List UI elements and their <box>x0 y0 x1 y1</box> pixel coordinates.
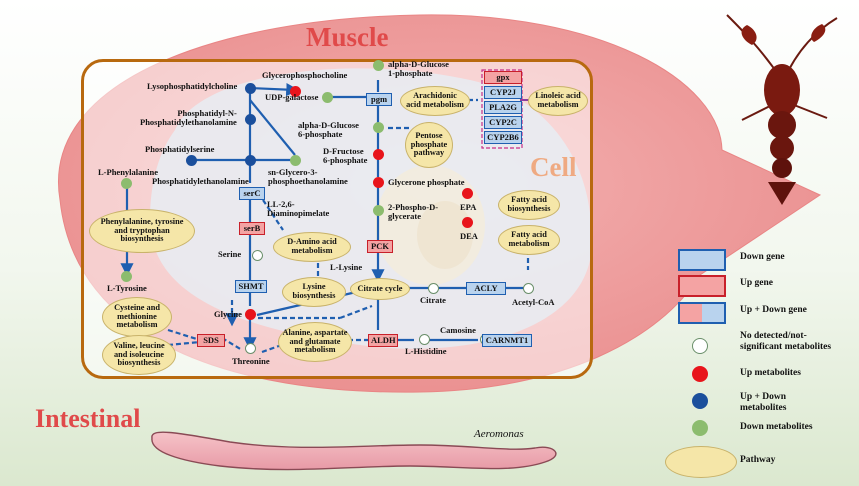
dot-glycine <box>245 309 256 320</box>
gene-serc: serC <box>239 187 265 200</box>
label-l-histidine: L-Histidine <box>405 346 447 356</box>
dot-d-fructose-6p <box>373 149 384 160</box>
muscle-title: Muscle <box>306 22 389 52</box>
intestinal-title: Intestinal <box>35 404 141 433</box>
gene-pgm: pgm <box>366 93 392 106</box>
legend-dot-no-detected <box>692 338 708 354</box>
label-udp-galactose: UDP-galactose <box>265 92 319 102</box>
label-ll-diaminopimelate: LL-2,6- Diaminopimelate <box>267 199 330 218</box>
label-sn-glycero: sn-Glycero-3- phosphoethanolamine <box>268 167 348 186</box>
pathway-ala-asp: Alanine, aspartate and glutamate metabol… <box>278 322 352 362</box>
legend-down-gene: Down gene <box>740 252 785 262</box>
dot-l-phenylalanine <box>121 178 132 189</box>
dot-l-histidine <box>419 334 430 345</box>
legend-dot-updown <box>692 393 708 409</box>
dot-phosphatidylserine <box>186 155 197 166</box>
legend-down-met: Down metabolites <box>740 422 813 432</box>
label-l-tyrosine: L-Tyrosine <box>107 283 147 293</box>
legend-up-gene: Up gene <box>740 278 773 288</box>
legend-pathway-ellipse <box>665 446 737 478</box>
pathway-citrate-cycle: Citrate cycle <box>350 278 410 300</box>
dot-udp-galactose <box>322 92 333 103</box>
pathway-phe-tyr-trp: Phenylalanine, tyrosine and tryptophan b… <box>89 209 195 253</box>
label-phosphatidylserine: Phosphatidylserine <box>145 144 215 154</box>
legend-updown-gene: Up + Down gene <box>740 305 807 315</box>
dot-phosphatidylethanolamine <box>245 155 256 166</box>
pathway-linoleic: Linoleic acid metabolism <box>528 86 588 116</box>
label-glycerone-phosphate: Glycerone phosphate <box>388 177 465 187</box>
dot-alpha-d-glucose-6p <box>373 122 384 133</box>
gene-pck: PCK <box>367 240 393 253</box>
label-phosphatidyl-n: Phosphatidyl-N- Phosphatidylethanolamine <box>140 108 237 127</box>
label-lysophosphatidylcholine: Lysophosphatidylcholine <box>147 81 238 91</box>
label-2-phospho: 2-Phospho-D- glycerate <box>388 202 439 221</box>
gene-carnmt1: CARNMT1 <box>482 334 532 347</box>
label-acetyl-coa: Acetyl-CoA <box>512 297 555 307</box>
legend-no-detected: No detected/not- significant metabolites <box>740 331 832 352</box>
label-l-lysine: L-Lysine <box>330 262 363 272</box>
label-glycine: Glycine <box>214 309 242 319</box>
label-citrate: Citrate <box>420 295 446 305</box>
dot-serine <box>252 250 263 261</box>
legend-swatch-down-gene <box>678 249 726 271</box>
gene-aldh: ALDH <box>368 334 398 347</box>
dot-glycerophosphocholine <box>290 86 301 97</box>
label-d-fructose-6p: D-Fructose 6-phosphate <box>323 146 368 165</box>
gene-pla2g: PLA2G <box>484 101 522 114</box>
gene-acly: ACLY <box>466 282 506 295</box>
pathway-fa-met: Fatty acid metabolism <box>498 225 560 255</box>
crayfish-illustration <box>726 14 838 205</box>
label-l-phenylalanine: L-Phenylalanine <box>98 167 158 177</box>
pathway-lysine-bio: Lysine biosynthesis <box>282 277 346 307</box>
gene-cyp2c: CYP2C <box>484 116 522 129</box>
dot-glycerone-phosphate <box>373 177 384 188</box>
gene-serb: serB <box>239 222 265 235</box>
gene-gpx: gpx <box>484 71 522 84</box>
dot-acetyl-coa <box>523 283 534 294</box>
gene-sds: SDS <box>197 334 225 347</box>
label-alpha-d-glucose-6p: alpha-D-Glucose 6-phosphate <box>298 120 359 139</box>
legend-swatch-up-gene <box>678 275 726 297</box>
label-serine: Serine <box>218 249 242 259</box>
pathway-pentose: Pentose phosphate pathway <box>405 122 453 168</box>
legend-pathway: Pathway <box>740 455 776 465</box>
pathway-arachidonic: Arachidonic acid metabolism <box>400 86 470 116</box>
pathway-d-amino: D-Amino acid metabolism <box>273 232 351 262</box>
dot-alpha-d-glucose-1p <box>373 60 384 71</box>
label-epa: EPA <box>460 202 477 212</box>
dot-lysophosphatidylcholine <box>245 83 256 94</box>
legend-dot-up <box>692 366 708 382</box>
label-phosphatidylethanolamine: Phosphatidylethanolamine <box>152 176 249 186</box>
legend-dot-down <box>692 420 708 436</box>
label-alpha-d-glucose-1p: alpha-D-Glucose 1-phosphate <box>388 59 449 78</box>
aeromonas-label: Aeromonas <box>474 428 524 440</box>
dot-sn-glycero <box>290 155 301 166</box>
legend-up-met: Up metabolites <box>740 368 801 378</box>
label-camosine: Camosine <box>440 325 476 335</box>
gene-shmt: SHMT <box>235 280 267 293</box>
dot-2-phospho <box>373 205 384 216</box>
pathway-fa-bio: Fatty acid biosynthesis <box>498 190 560 220</box>
gene-cyp2j: CYP2J <box>484 86 522 99</box>
dot-phosphatidyl-n <box>245 114 256 125</box>
dot-dea <box>462 217 473 228</box>
gene-cyp2b6: CYP2B6 <box>484 131 522 144</box>
pathway-val-leu: Valine, leucine and isoleucine biosynthe… <box>102 335 176 375</box>
dot-l-tyrosine <box>121 271 132 282</box>
pathway-cys-met: Cysteine and methionine metabolism <box>102 297 172 337</box>
dot-epa <box>462 188 473 199</box>
dot-citrate <box>428 283 439 294</box>
cell-title: Cell <box>530 152 577 182</box>
legend-swatch-updown-gene <box>678 302 726 324</box>
legend-updown-met: Up + Down metabolites <box>740 392 787 413</box>
label-glycerophosphocholine: Glycerophosphocholine <box>262 70 348 80</box>
dot-threonine <box>245 343 256 354</box>
label-dea: DEA <box>460 231 478 241</box>
label-threonine: Threonine <box>232 356 270 366</box>
intestine-body <box>151 431 557 471</box>
